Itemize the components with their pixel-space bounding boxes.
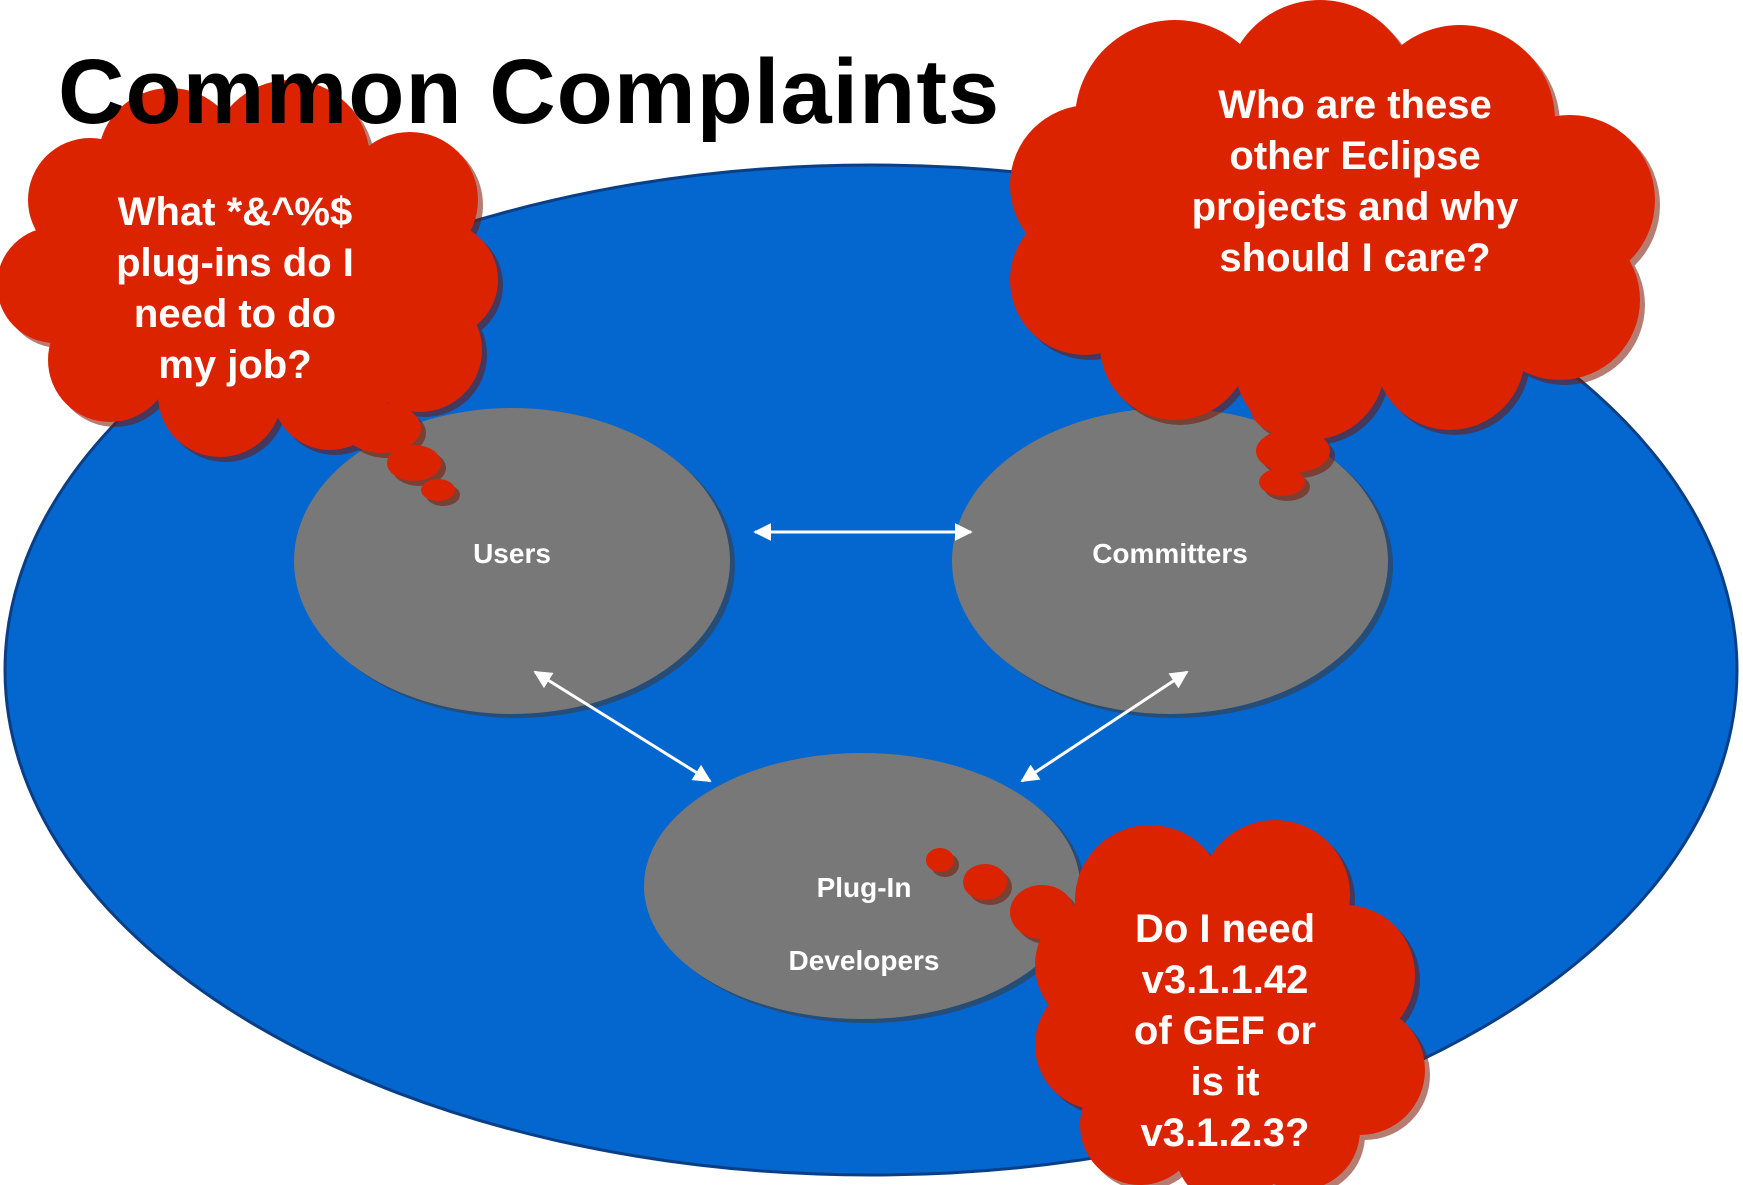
committers-developers-arrow bbox=[1020, 670, 1189, 783]
committers-cloud-text: Who are these other Eclipse projects and… bbox=[1130, 80, 1580, 284]
cloud-line: v3.1.2.3? bbox=[1140, 1111, 1310, 1155]
developers-cloud-text: Do I need v3.1.1.42 of GEF or is it v3.1… bbox=[1085, 904, 1365, 1159]
cloud-line: v3.1.1.42 bbox=[1141, 958, 1309, 1002]
cloud-line: need to do bbox=[133, 292, 337, 336]
users-thought-cloud bbox=[0, 80, 503, 506]
cloud-line: is it bbox=[1190, 1060, 1260, 1104]
committers-label: Committers bbox=[1092, 538, 1248, 569]
cloud-line: Who are these bbox=[1218, 83, 1492, 127]
cloud-line: other Eclipse bbox=[1229, 134, 1481, 178]
cloud-line: Do I need bbox=[1134, 907, 1316, 951]
users-cloud-text: What *&^%$ plug-ins do I need to do my j… bbox=[60, 187, 410, 391]
cloud-line: my job? bbox=[158, 343, 312, 387]
plugin-developers-ellipse bbox=[644, 753, 1080, 1019]
committers-thought-cloud bbox=[1010, 0, 1660, 501]
cloud-line: of GEF or bbox=[1133, 1009, 1317, 1053]
cloud-line: What *&^%$ bbox=[117, 190, 353, 234]
plugin-developers-label-line2: Developers bbox=[788, 945, 940, 976]
users-developers-arrow bbox=[533, 670, 712, 783]
plugin-developers-label-line1: Plug-In bbox=[816, 872, 912, 903]
slide-title: Common Complaints bbox=[58, 41, 1001, 143]
users-ellipse bbox=[294, 408, 730, 714]
users-label: Users bbox=[473, 538, 551, 569]
cloud-line: plug-ins do I bbox=[116, 241, 354, 285]
cloud-line: projects and why bbox=[1191, 185, 1519, 229]
cloud-line: should I care? bbox=[1219, 236, 1491, 280]
developers-thought-cloud bbox=[926, 820, 1430, 1185]
